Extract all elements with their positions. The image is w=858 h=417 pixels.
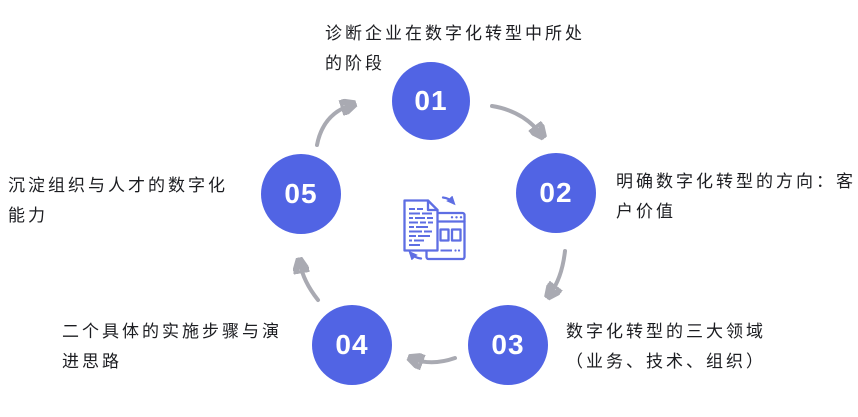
step-4-label-line-2: 进思路 <box>62 352 122 371</box>
step-5-number: 05 <box>284 178 318 209</box>
step-2-circle: 02 <box>516 153 596 233</box>
step-1-label-line-2: 的阶段 <box>325 54 385 73</box>
step-5-label: 沉淀组织与人才的数字化 能力 <box>8 171 228 231</box>
step-1-label-line-1: 诊断企业在数字化转型中所处 <box>325 24 585 43</box>
transform-arrow-left-icon <box>408 250 423 261</box>
step-3-label-line-1: 数字化转型的三大领域 <box>566 322 766 341</box>
arrow-step4-to-step5-icon <box>300 263 320 302</box>
step-3-circle: 03 <box>468 305 548 385</box>
document-text-lines <box>409 208 433 246</box>
step-4-label: 二个具体的实施步骤与演 进思路 <box>62 317 282 377</box>
step-4-number: 04 <box>335 329 369 360</box>
step-3-label: 数字化转型的三大领域 （业务、技术、组织） <box>566 317 766 377</box>
document-transform-icon <box>403 195 466 261</box>
step-5-label-line-2: 能力 <box>8 206 48 225</box>
arrow-step3-to-step4-icon <box>413 358 457 362</box>
step-5-circle: 05 <box>261 154 341 234</box>
step-4-label-line-1: 二个具体的实施步骤与演 <box>62 322 282 341</box>
step-2-label-line-1: 明确数字化转型的方向：客 <box>616 172 856 191</box>
document-icon <box>403 199 439 252</box>
step-3-number: 03 <box>491 329 525 360</box>
arrow-step5-to-step1-icon <box>315 105 351 147</box>
step-1-circle: 01 <box>392 62 470 140</box>
step-2-number: 02 <box>539 177 573 208</box>
step-1-label: 诊断企业在数字化转型中所处 的阶段 <box>325 19 585 79</box>
step-5-label-line-1: 沉淀组织与人才的数字化 <box>8 176 228 195</box>
step-4-circle: 04 <box>312 305 392 385</box>
step-3-label-line-2: （业务、技术、组织） <box>566 352 766 371</box>
step-1-number: 01 <box>414 85 448 116</box>
step-2-label-line-2: 户价值 <box>616 202 676 221</box>
arrow-step1-to-step2-icon <box>490 104 541 134</box>
arrow-step2-to-step3-icon <box>550 249 567 294</box>
step-2-label: 明确数字化转型的方向：客 户价值 <box>616 167 856 227</box>
transform-arrow-right-icon <box>441 195 456 206</box>
